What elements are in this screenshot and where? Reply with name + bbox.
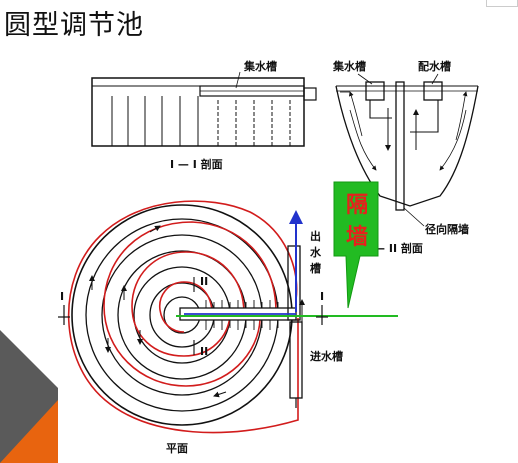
plan-mark-two-bottom: II bbox=[200, 345, 208, 358]
plan-outlet-channel bbox=[287, 245, 301, 321]
section-view: 集水槽 I — I 剖面 bbox=[91, 59, 317, 171]
section-partitions bbox=[111, 96, 291, 146]
plan-caption: 平面 bbox=[166, 442, 188, 455]
plan-inlet-label: 进水槽 bbox=[310, 349, 343, 363]
decorative-corner bbox=[0, 330, 58, 463]
deco-orange-wedge bbox=[0, 400, 58, 463]
plan-flow-path bbox=[67, 200, 299, 434]
detail-collector-label: 集水槽 bbox=[332, 59, 366, 73]
plan-outlet-label-1: 出 bbox=[310, 229, 321, 243]
detail-radial-wall-label: 径向隔墙 bbox=[425, 222, 469, 236]
plan-mark-one-right: I bbox=[320, 290, 324, 303]
plan-section-marks: I I II II bbox=[58, 275, 328, 358]
section-collector-leader bbox=[235, 71, 241, 89]
section-outlet-box bbox=[303, 87, 317, 101]
plan-flow-arrows bbox=[89, 225, 227, 398]
detail-collector-trough bbox=[365, 81, 385, 101]
section-caption: I — I 剖面 bbox=[170, 157, 223, 171]
plan-inlet-channel bbox=[289, 321, 303, 399]
plan-mark-one-left: I bbox=[60, 290, 64, 303]
detail-radial-wall bbox=[395, 81, 405, 211]
callout-text-2: 墙 bbox=[346, 224, 368, 250]
detail-distributor-label: 配水槽 bbox=[418, 59, 451, 73]
plan-outlet-label-2: 水 bbox=[310, 245, 322, 259]
plan-view: I I II II 出 水 槽 进水槽 平面 bbox=[58, 200, 398, 455]
section-collector-label: 集水槽 bbox=[243, 59, 277, 73]
wall-callout: 隔 墙 bbox=[333, 181, 379, 309]
callout-shape bbox=[333, 181, 379, 309]
detail-tank-wall bbox=[335, 85, 479, 207]
slide-title: 圆型调节池 bbox=[4, 10, 144, 41]
plan-outlet-label-3: 槽 bbox=[310, 261, 321, 275]
plan-mark-two-top: II bbox=[200, 275, 208, 288]
callout-text-1: 隔 bbox=[346, 192, 368, 218]
